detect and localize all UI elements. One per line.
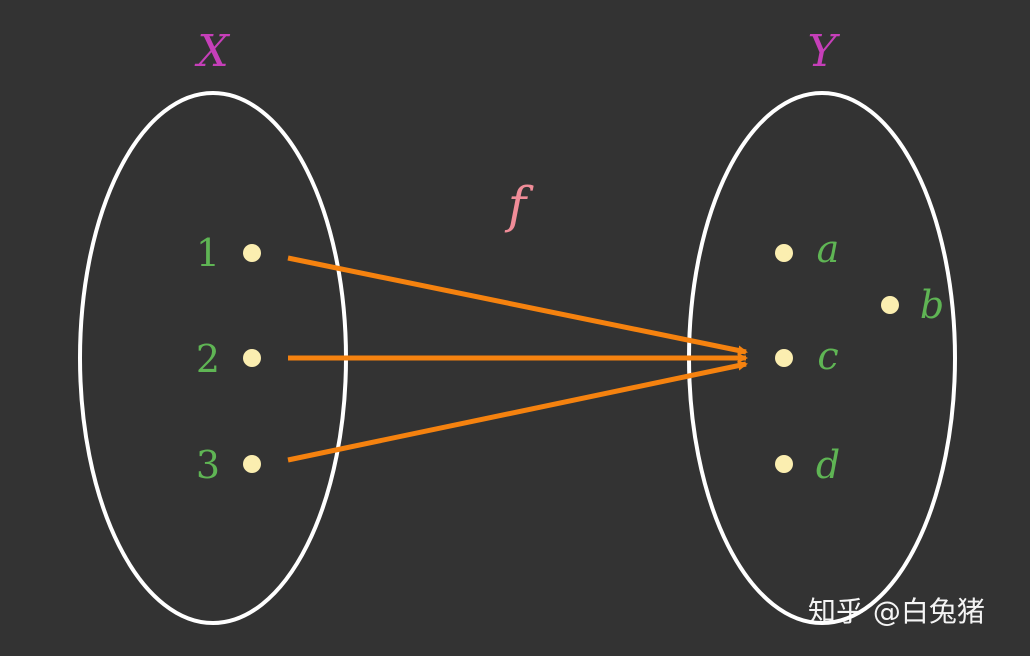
domain-set-label: X	[194, 26, 230, 77]
mapping-arrow	[287, 255, 748, 356]
codomain-element-label: d	[816, 443, 840, 487]
codomain-element-dot	[881, 296, 899, 314]
codomain-element-dot	[775, 455, 793, 473]
codomain-element-label: b	[920, 283, 944, 327]
domain-element-dot	[243, 455, 261, 473]
codomain-element-label: c	[817, 334, 838, 378]
domain-element-dot	[243, 349, 261, 367]
domain-element-dot	[243, 244, 261, 262]
mapping-arrow	[287, 360, 748, 463]
domain-element-label: 1	[196, 231, 220, 275]
domain-element-label: 2	[196, 337, 220, 381]
domain-element-label: 3	[196, 443, 220, 487]
watermark: 知乎 @白兔猪	[808, 595, 985, 628]
codomain-element-dot	[775, 349, 793, 367]
function-label: f	[504, 176, 534, 234]
codomain-element-dot	[775, 244, 793, 262]
codomain-element-label: a	[817, 227, 840, 271]
codomain-set-label: Y	[807, 26, 840, 77]
